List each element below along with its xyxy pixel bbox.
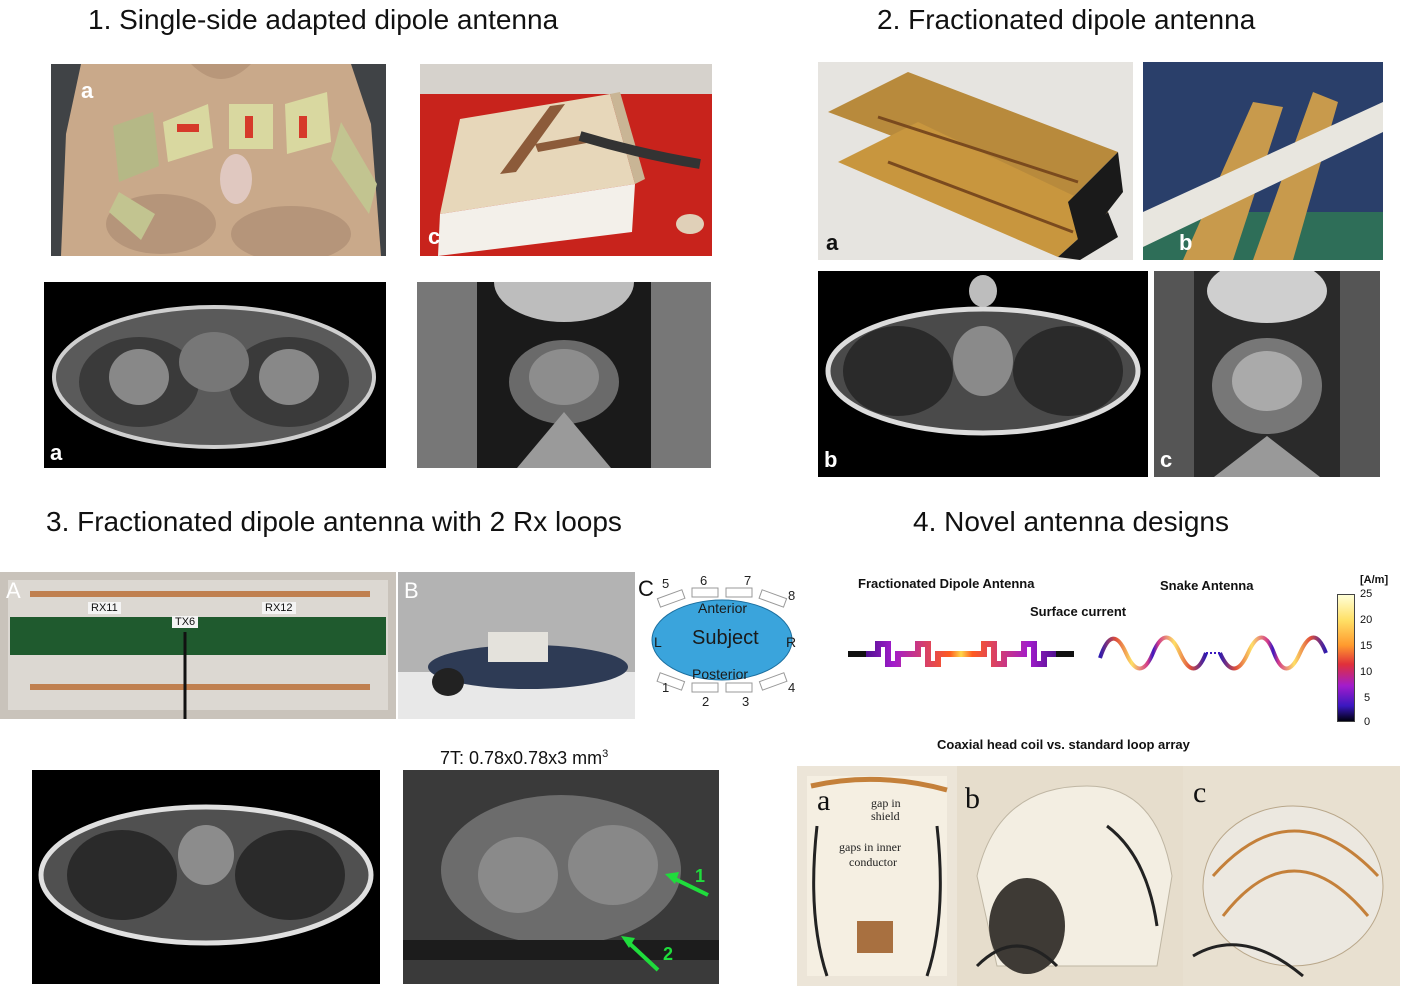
resolution-exponent: 3 (602, 748, 609, 760)
panel-1-title: 1. Single-side adapted dipole antenna (88, 4, 559, 35)
subfigure-label: a (50, 440, 63, 465)
mri-prostate-closeup-image: c (1154, 271, 1380, 477)
coil-number: 1 (662, 680, 670, 695)
resolution-caption: 7T: 0.78x0.78x3 mm3 (440, 748, 608, 769)
subfigure-label: B (404, 578, 419, 603)
colorbar-ticks: 25 20 15 10 5 0 (1360, 588, 1390, 728)
posterior-label: Posterior (692, 666, 749, 682)
subfigure-label: b (824, 447, 838, 472)
colorbar-tick: 5 (1364, 692, 1371, 704)
coil-number: 2 (702, 694, 710, 709)
coax-caption: Coaxial head coil vs. standard loop arra… (937, 737, 1190, 752)
board-label-rx11: RX11 (88, 602, 121, 614)
gap-in-shield-annotation: gap in (871, 796, 901, 810)
panel-2-title: 2. Fractionated dipole antenna (877, 4, 1256, 35)
colorbar-tick: 15 (1360, 640, 1373, 652)
coil-number: 5 (662, 576, 670, 591)
fractionated-dipole-photo: a (818, 62, 1133, 260)
board-label-tx6: TX6 (172, 616, 199, 628)
mri-axial-pelvis-image (32, 770, 380, 984)
antenna-board-photo: A RX11 TX6 RX12 (0, 572, 396, 719)
mri-prostate-closeup-image (417, 282, 711, 468)
loop-array-coil-photo: b (957, 766, 1183, 986)
panel-4-title: 4. Novel antenna designs (913, 506, 1229, 537)
subfigure-label: b (1179, 230, 1193, 255)
panel-3-title: 3. Fractionated dipole antenna with 2 Rx… (46, 506, 622, 537)
surface-current-label: Surface current (1030, 604, 1127, 619)
fractionated-current-map (848, 641, 1074, 667)
colorbar-tick: 25 (1360, 588, 1373, 600)
subfigure-label: b (965, 782, 980, 815)
arrow-label-2: 2 (663, 944, 674, 964)
transparent-coil-photo: c (1183, 766, 1400, 986)
colorbar-tick: 20 (1360, 614, 1373, 626)
subfigure-label: a (81, 78, 94, 103)
subfigure-label: C (638, 576, 654, 601)
coil-number: 6 (700, 573, 708, 588)
colorbar-unit: [A/m] (1360, 574, 1389, 586)
mri-prostate-7t-image: 1 2 (403, 770, 719, 984)
gaps-inner-conductor-annotation: conductor (849, 855, 897, 869)
snake-antenna-label: Snake Antenna (1160, 578, 1254, 593)
subfigure-label: c (1193, 776, 1207, 809)
coil-number: 4 (788, 680, 796, 695)
left-label: L (654, 634, 662, 650)
simulation-body-model-image: a (51, 64, 386, 256)
resolution-text: 7T: 0.78x0.78x3 mm (440, 748, 603, 768)
colorbar-tick: 10 (1360, 666, 1373, 678)
board-label-rx12: RX12 (262, 602, 296, 614)
fractionated-antenna-label: Fractionated Dipole Antenna (858, 576, 1035, 591)
coil-number: 8 (788, 588, 796, 603)
mri-axial-pelvis-image: a (44, 282, 386, 468)
gap-in-shield-annotation: shield (871, 809, 900, 823)
patient-in-scanner-photo: B (398, 572, 635, 719)
gaps-inner-conductor-annotation: gaps in inner (839, 840, 901, 854)
arrow-label-1: 1 (695, 866, 706, 886)
colorbar-tick: 0 (1364, 716, 1371, 728)
subject-label: Subject (692, 627, 759, 649)
subfigure-label: c (1160, 447, 1173, 472)
coil-number: 7 (744, 573, 752, 588)
subfigure-label: A (6, 578, 21, 603)
right-label: R (786, 634, 797, 650)
snake-current-map (1098, 635, 1328, 671)
anterior-label: Anterior (698, 600, 748, 616)
current-colorbar (1337, 594, 1355, 722)
coil-layout-diagram: C 5 6 7 8 1 2 3 4 Anterior Subject Poste… (636, 572, 806, 712)
coax-head-coil-photo: a gap in shield gaps in inner conductor (797, 766, 957, 986)
subfigure-label: c (428, 224, 441, 249)
coil-number: 3 (742, 694, 750, 709)
subfigure-label: a (817, 784, 831, 817)
subfigure-label: a (826, 230, 839, 255)
mri-axial-pelvis-image: b (818, 271, 1148, 477)
dipole-antenna-photo: c (420, 64, 712, 256)
antenna-on-subject-photo: b (1143, 62, 1383, 260)
